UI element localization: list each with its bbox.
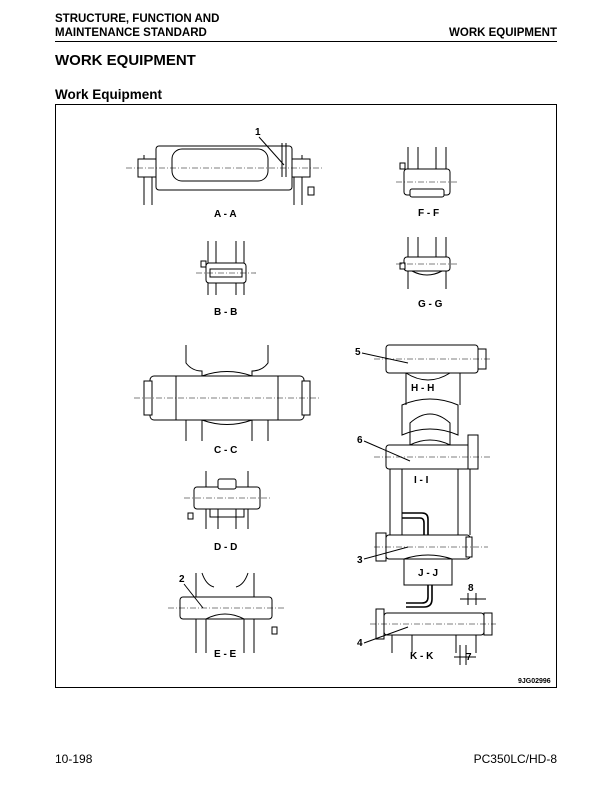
section-label-j-j: J - J [418, 568, 438, 579]
model-name: PC350LC/HD-8 [473, 752, 557, 766]
header-line-1: STRUCTURE, FUNCTION AND [55, 13, 220, 25]
callout-4: 4 [357, 638, 363, 649]
work-equipment-figure: 1 A - A B - B [55, 104, 557, 688]
sectional-drawings: 1 A - A B - B [126, 127, 551, 685]
section-label-b-b: B - B [214, 307, 237, 318]
callout-2-leader [183, 583, 204, 609]
callout-4-leader [363, 626, 409, 644]
figure-code: 9JG02996 [518, 678, 551, 685]
page-number: 10-198 [55, 752, 93, 766]
section-label-k-k: K - K [410, 651, 434, 662]
callout-3-leader [363, 546, 409, 560]
header-line-2: MAINTENANCE STANDARD [55, 27, 207, 39]
callout-8: 8 [468, 583, 474, 594]
section-label-g-g: G - G [418, 299, 443, 310]
section-d-d-drawing [184, 471, 270, 529]
callout-6-leader [363, 440, 411, 462]
section-e-e-drawing [168, 572, 284, 653]
callout-1: 1 [255, 127, 261, 138]
boom-assembly-drawing [370, 344, 496, 665]
callout-7: 7 [466, 652, 472, 663]
header-section-title: STRUCTURE, FUNCTION AND MAINTENANCE STAN… [55, 12, 219, 40]
callout-5: 5 [355, 347, 361, 358]
callout-5-leader [361, 352, 409, 364]
section-label-i-i: I - I [414, 475, 429, 486]
section-label-d-d: D - D [214, 542, 237, 553]
section-f-f-drawing [396, 147, 458, 198]
page-subtitle: Work Equipment [55, 87, 163, 102]
header-chapter: WORK EQUIPMENT [449, 27, 557, 39]
page-title: WORK EQUIPMENT [55, 52, 196, 69]
header-divider [55, 41, 557, 42]
callout-1-leader [258, 136, 285, 166]
section-label-e-e: E - E [214, 649, 237, 660]
section-c-c-drawing [134, 345, 320, 441]
callout-2: 2 [179, 574, 185, 585]
section-label-c-c: C - C [214, 445, 237, 456]
callout-3: 3 [357, 555, 363, 566]
callout-6: 6 [357, 435, 363, 446]
section-label-f-f: F - F [418, 208, 439, 219]
section-g-g-drawing [396, 237, 458, 289]
section-b-b-drawing [196, 241, 256, 295]
section-label-h-h: H - H [411, 383, 434, 394]
section-label-a-a: A - A [214, 209, 237, 220]
section-a-a-drawing [126, 143, 322, 205]
